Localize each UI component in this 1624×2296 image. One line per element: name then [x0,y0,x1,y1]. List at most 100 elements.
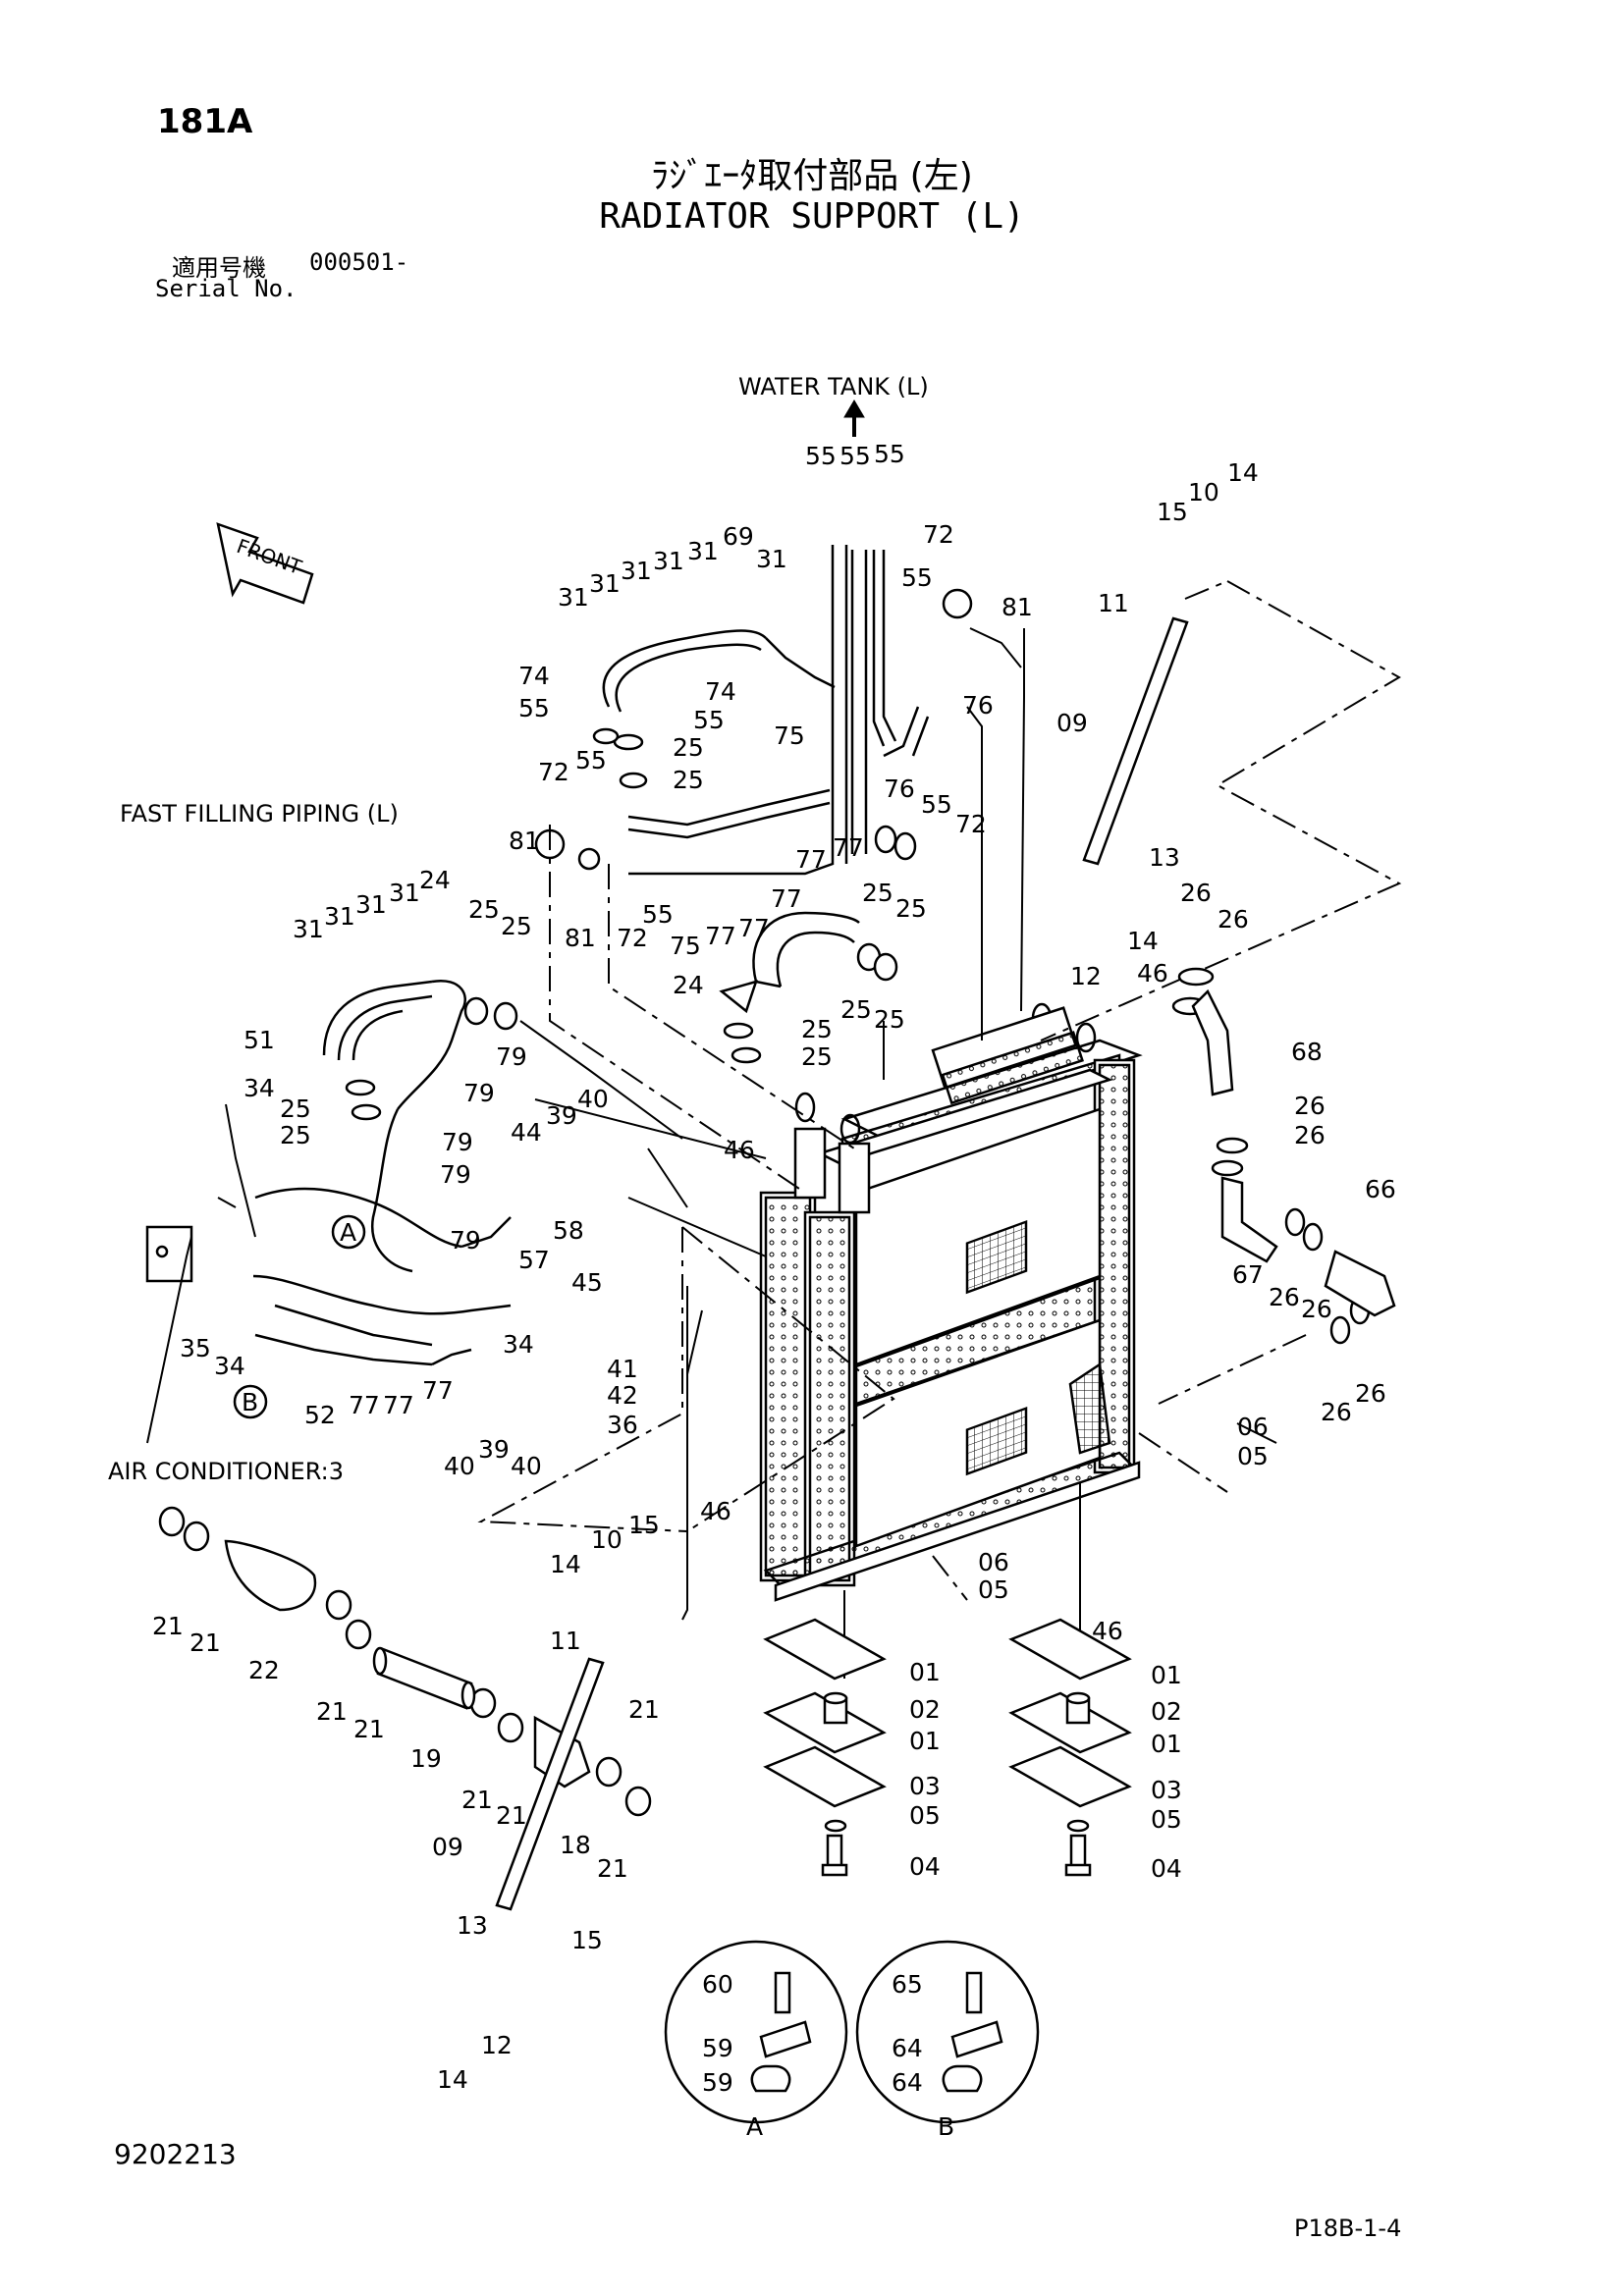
callout: 44 [511,1118,542,1147]
callout: 06 [978,1548,1009,1576]
callout: 72 [617,924,648,952]
callout: 42 [607,1381,638,1410]
callout: 04 [1151,1854,1182,1883]
callout: 13 [457,1911,488,1940]
marker-a-inline: A [340,1218,356,1247]
callout: 75 [774,721,805,750]
callout: 21 [189,1629,221,1657]
callout: 64 [892,2034,923,2062]
title-japanese: ﾗｼﾞｴｰﾀ取付部品 (左) [651,156,973,196]
callout: 25 [874,1005,905,1034]
marker-b-inline: B [242,1388,258,1416]
callout: 19 [410,1744,442,1773]
callout: 46 [724,1136,755,1164]
guide-lines [477,580,1402,1601]
callout: 77 [349,1391,380,1419]
hose-clamps [158,727,1371,1817]
callout: 77 [738,914,770,942]
callout: 03 [909,1772,941,1800]
callout-labels: 55 55 55 72 81 55 31 31 31 31 31 69 31 7… [152,440,1396,2097]
callout: 79 [442,1128,473,1156]
callout: 31 [389,879,420,907]
callout: 26 [1321,1398,1352,1426]
callout: 40 [511,1452,542,1480]
callout: 55 [921,790,952,819]
callout: 25 [280,1095,311,1123]
callout: 25 [468,895,500,924]
callout: 52 [304,1401,336,1429]
callout: 45 [571,1268,603,1297]
callout: 72 [538,758,569,786]
callout: 10 [1188,478,1219,507]
leader-lines [146,627,1277,1679]
callout: 79 [450,1226,481,1255]
callout: 81 [509,827,540,855]
callout: 55 [642,900,674,929]
callout: 15 [628,1511,660,1539]
callout: 31 [653,547,684,575]
callout: 15 [571,1926,603,1954]
callout: 60 [702,1970,733,1999]
callout: 14 [437,2065,468,2094]
callout: 34 [244,1074,275,1102]
callout: 72 [923,520,954,549]
callout: 01 [909,1727,941,1755]
callout: 31 [589,569,621,598]
callout: 12 [1070,962,1102,990]
callout: 72 [955,810,987,838]
callout: 31 [324,902,355,931]
callout: 05 [1151,1805,1182,1834]
callout: 11 [550,1627,581,1655]
callout: 77 [795,845,827,874]
callout: 31 [756,545,787,573]
callout: 34 [214,1352,245,1380]
callout: 39 [478,1435,510,1464]
callout: 02 [1151,1697,1182,1726]
callout: 55 [901,563,933,592]
callout: 25 [673,766,704,794]
callout: 09 [1056,709,1088,737]
callout: 40 [577,1085,609,1113]
callout: 77 [383,1391,414,1419]
callout: 22 [248,1656,280,1684]
callout: 46 [1092,1617,1123,1645]
serial-label-english: Serial No. [155,275,298,302]
callout: 15 [1157,498,1188,526]
callout: 40 [444,1452,475,1480]
callout: 77 [705,922,736,950]
callout: 77 [422,1376,454,1405]
marker-b-label: B [938,2112,954,2141]
callout: 79 [463,1079,495,1107]
callout: 39 [546,1101,577,1130]
callout: 14 [1127,927,1159,955]
callout: 65 [892,1970,923,1999]
callout: 21 [461,1786,493,1814]
callout: 04 [909,1852,941,1881]
top-hoses [145,545,973,1366]
callout: 79 [440,1160,471,1189]
callout: 64 [892,2068,923,2097]
marker-a-label: A [746,2112,763,2141]
callout: 35 [180,1334,211,1362]
callout: 26 [1218,905,1249,934]
callout: 25 [673,733,704,762]
callout: 25 [801,1015,833,1043]
callout: 25 [862,879,893,907]
callout: 12 [481,2031,513,2059]
callout: 21 [628,1695,660,1724]
callout: 21 [353,1715,385,1743]
callout: 34 [503,1330,534,1359]
callout: 09 [432,1833,463,1861]
callout: 26 [1301,1295,1332,1323]
callout: 66 [1365,1175,1396,1203]
callout: 68 [1291,1038,1323,1066]
callout: 26 [1269,1283,1300,1311]
callout: 05 [1237,1442,1269,1470]
fast-filling-note: FAST FILLING PIPING (L) [120,800,399,828]
callout: 14 [550,1550,581,1578]
callout: 01 [909,1658,941,1686]
callout: 67 [1232,1260,1264,1289]
callout: 21 [597,1854,628,1883]
callout: 81 [1001,593,1033,621]
callout: 59 [702,2034,733,2062]
